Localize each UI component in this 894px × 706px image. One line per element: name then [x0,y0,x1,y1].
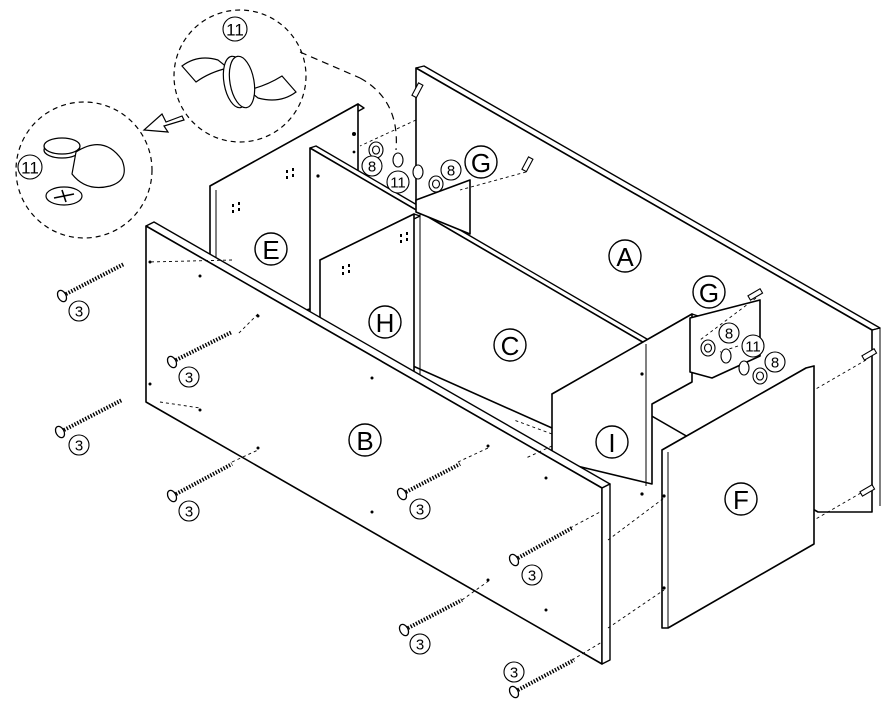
svg-text:8: 8 [447,163,455,180]
part-number-11: 11 [741,334,765,358]
cam-bolt [752,367,768,385]
part-number-8: 8 [764,351,786,373]
part-number-3: 3 [178,366,200,388]
part-number-3: 3 [409,633,431,655]
label-i: I [595,425,629,459]
part-number-3: 3 [68,434,90,456]
svg-text:3: 3 [185,370,193,387]
svg-text:H: H [376,308,395,338]
detail-number-11-top: 11 [222,16,248,42]
cap [720,348,732,364]
svg-text:G: G [699,278,719,308]
svg-text:A: A [616,242,634,272]
svg-text:11: 11 [21,159,39,178]
cam-bolt [700,339,716,357]
svg-text:E: E [262,235,279,265]
part-number-8: 8 [361,155,383,177]
svg-text:3: 3 [185,504,193,521]
svg-text:8: 8 [725,326,733,343]
label-c: C [493,328,527,362]
part-number-8: 8 [440,159,462,181]
svg-text:8: 8 [771,355,779,372]
panel-g-top [415,179,471,235]
alignment-lines [147,119,867,661]
dowel [521,156,534,173]
label-a: A [608,239,642,273]
cam-bolt [368,141,384,159]
screw [166,330,233,369]
label-e: E [254,232,288,266]
dowel [859,484,876,497]
dowel [747,288,764,301]
svg-text:3: 3 [75,304,83,321]
part-number-3: 3 [503,661,525,683]
dowel [411,82,424,99]
part-number-8: 8 [718,322,740,344]
detail-number-11-left: 11 [17,154,43,180]
detail-bubble-left [15,101,153,239]
screw [398,598,463,637]
arrow-icon [142,113,185,133]
part-number-3: 3 [178,500,200,522]
cap [392,152,404,168]
screw [508,526,573,567]
label-h: H [368,305,402,339]
svg-text:C: C [501,331,520,361]
dowel [861,348,878,361]
svg-text:3: 3 [416,637,424,654]
svg-text:11: 11 [745,339,761,356]
label-g-right: G [692,275,726,309]
svg-text:F: F [733,485,749,515]
svg-text:B: B [356,426,373,456]
label-b: B [348,423,382,457]
svg-text:I: I [608,428,615,458]
svg-text:11: 11 [226,21,244,40]
label-f: F [724,482,758,516]
svg-text:3: 3 [75,438,83,455]
screw [56,262,125,303]
svg-text:8: 8 [368,159,376,176]
svg-text:3: 3 [510,665,518,682]
detail-bubble-top [173,9,397,151]
svg-text:G: G [471,148,491,178]
label-g-top: G [464,145,498,179]
screw [508,658,575,699]
cam-bolt [428,175,444,193]
part-number-11: 11 [386,170,410,194]
svg-text:3: 3 [528,568,536,585]
cap [738,360,750,376]
part-number-3: 3 [68,300,90,322]
svg-text:11: 11 [390,175,406,192]
part-number-3: 3 [409,498,431,520]
screw [54,398,123,439]
part-number-3: 3 [521,564,543,586]
screw [396,462,461,501]
svg-text:3: 3 [416,502,424,519]
screw [166,462,233,503]
cap [412,164,424,180]
